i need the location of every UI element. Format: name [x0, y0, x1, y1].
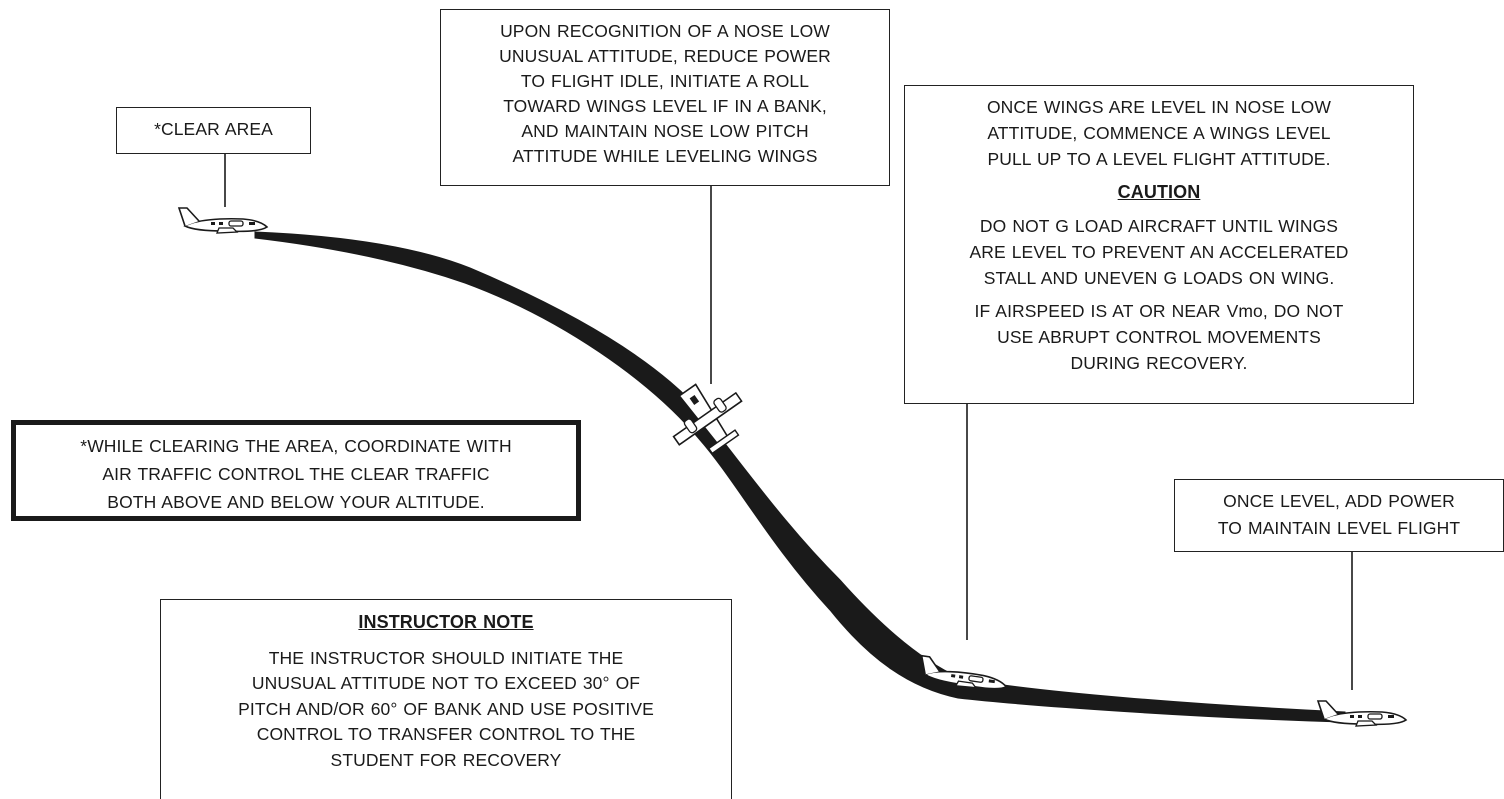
instructor-note-heading: INSTRUCTOR NOTE — [161, 610, 731, 636]
clearing-note: *WHILE CLEARING THE AREA, COORDINATE WIT… — [11, 420, 581, 521]
airplane-icon — [1318, 701, 1406, 726]
callout-line: DURING RECOVERY. — [905, 350, 1413, 376]
callout-line: PULL UP TO A LEVEL FLIGHT ATTITUDE. — [905, 146, 1413, 172]
airplane-icon — [179, 208, 267, 233]
instructor-note: INSTRUCTOR NOTE THE INSTRUCTOR SHOULD IN… — [160, 599, 732, 799]
callout-line: IF AIRSPEED IS AT OR NEAR Vmo, DO NOT — [905, 298, 1413, 324]
callout-line: AND MAINTAIN NOSE LOW PITCH — [441, 119, 889, 144]
callout-line: UPON RECOGNITION OF A NOSE LOW — [441, 19, 889, 44]
callout-line: TOWARD WINGS LEVEL IF IN A BANK, — [441, 94, 889, 119]
wings-level-intro: ONCE WINGS ARE LEVEL IN NOSE LOW ATTITUD… — [905, 94, 1413, 172]
callout-line: ATTITUDE, COMMENCE A WINGS LEVEL — [905, 120, 1413, 146]
airspeed-text: IF AIRSPEED IS AT OR NEAR Vmo, DO NOT US… — [905, 298, 1413, 376]
callout-line: ARE LEVEL TO PREVENT AN ACCELERATED — [905, 239, 1413, 265]
callout-line: UNUSUAL ATTITUDE, REDUCE POWER — [441, 44, 889, 69]
callout-line: STALL AND UNEVEN G LOADS ON WING. — [905, 265, 1413, 291]
callout-line: CONTROL TO TRANSFER CONTROL TO THE — [161, 722, 731, 748]
caution-heading: CAUTION — [905, 179, 1413, 205]
callout-line: DO NOT G LOAD AIRCRAFT UNTIL WINGS — [905, 213, 1413, 239]
wings-level-callout: ONCE WINGS ARE LEVEL IN NOSE LOW ATTITUD… — [904, 85, 1414, 404]
callout-line: ATTITUDE WHILE LEVELING WINGS — [441, 144, 889, 169]
callout-line: ONCE LEVEL, ADD POWER — [1175, 488, 1503, 515]
nose-low-callout: UPON RECOGNITION OF A NOSE LOW UNUSUAL A… — [440, 9, 890, 186]
callout-line: THE INSTRUCTOR SHOULD INITIATE THE — [161, 646, 731, 672]
callout-line: AIR TRAFFIC CONTROL THE CLEAR TRAFFIC — [16, 460, 576, 488]
callout-line: *WHILE CLEARING THE AREA, COORDINATE WIT… — [16, 432, 576, 460]
clear-area-callout: *CLEAR AREA — [116, 107, 311, 154]
once-level-callout: ONCE LEVEL, ADD POWER TO MAINTAIN LEVEL … — [1174, 479, 1504, 552]
clear-area-label: *CLEAR AREA — [117, 117, 310, 142]
callout-line: USE ABRUPT CONTROL MOVEMENTS — [905, 324, 1413, 350]
caution-text: DO NOT G LOAD AIRCRAFT UNTIL WINGS ARE L… — [905, 213, 1413, 291]
callout-line: UNUSUAL ATTITUDE NOT TO EXCEED 30° OF — [161, 671, 731, 697]
callout-line: STUDENT FOR RECOVERY — [161, 748, 731, 774]
callout-line: TO MAINTAIN LEVEL FLIGHT — [1175, 515, 1503, 542]
callout-line: ONCE WINGS ARE LEVEL IN NOSE LOW — [905, 94, 1413, 120]
callout-line: BOTH ABOVE AND BELOW YOUR ALTITUDE. — [16, 488, 576, 516]
callout-line: PITCH AND/OR 60° OF BANK AND USE POSITIV… — [161, 697, 731, 723]
callout-line: TO FLIGHT IDLE, INITIATE A ROLL — [441, 69, 889, 94]
